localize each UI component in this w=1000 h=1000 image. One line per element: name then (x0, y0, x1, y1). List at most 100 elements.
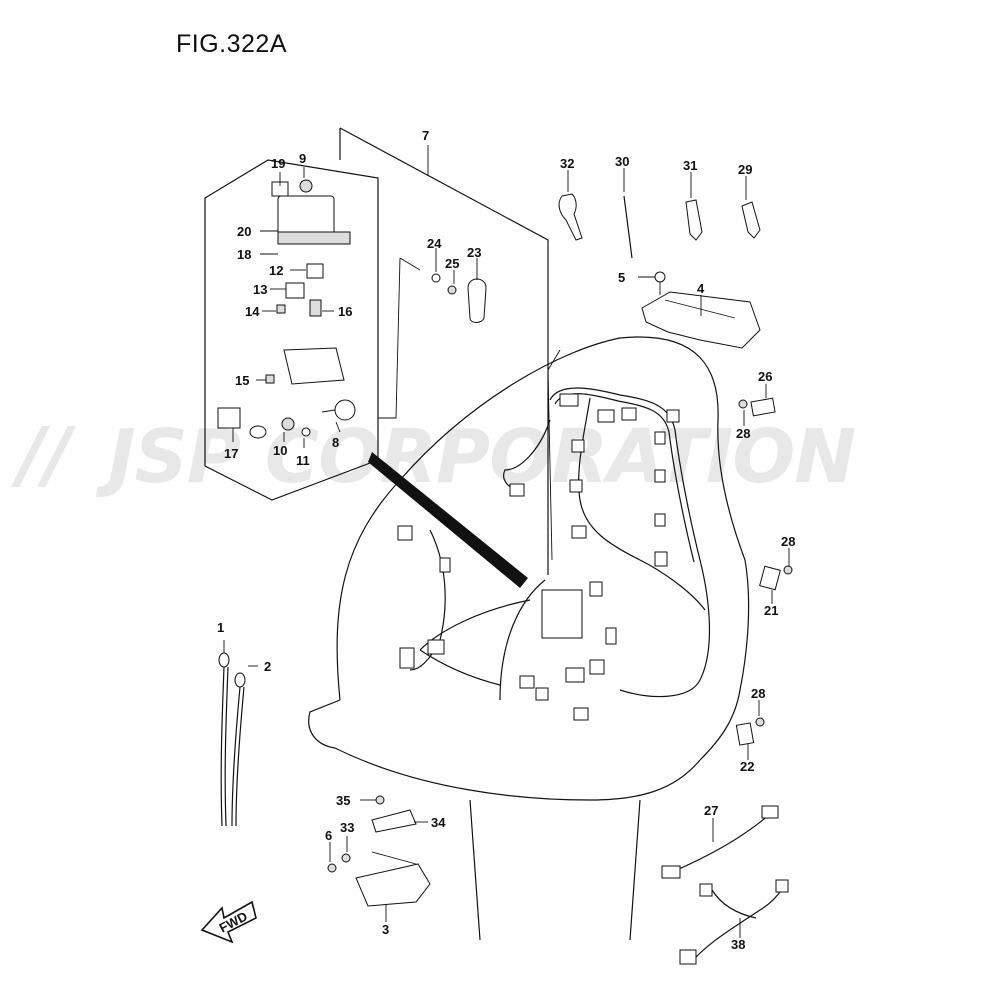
plates (735, 397, 793, 746)
connector (666, 409, 680, 423)
fuse-large (309, 299, 322, 317)
connector (559, 393, 579, 407)
harness-accessories (431, 273, 487, 323)
engine-cover-outline (308, 336, 750, 941)
connector (397, 525, 413, 541)
screw-28c (755, 717, 765, 727)
relay-box-base (283, 347, 345, 385)
connector-holder-3 (355, 863, 431, 907)
callout-32: 32 (560, 156, 574, 171)
callout-5: 5 (618, 270, 625, 285)
callout-16: 16 (338, 304, 352, 319)
relay-block (541, 589, 583, 639)
clamp-29 (741, 201, 761, 239)
relay-box-gasket (277, 231, 351, 245)
boot-23 (467, 278, 487, 323)
fwd-arrow: FWD (200, 900, 257, 944)
harness-group-bracket (339, 127, 549, 575)
lower-bracket (327, 795, 431, 907)
callout-8: 8 (332, 435, 339, 450)
leader-lines (232, 167, 790, 938)
clamp-31 (685, 199, 703, 241)
callout-28-a: 28 (736, 426, 750, 441)
connector (654, 513, 666, 527)
connector (519, 675, 535, 689)
harness-38 (689, 885, 785, 965)
cap-plug (299, 179, 313, 193)
callout-12: 12 (269, 263, 283, 278)
callout-15: 15 (235, 373, 249, 388)
callout-9: 9 (299, 151, 306, 166)
figure-title: FIG.322A (176, 30, 287, 58)
callout-27: 27 (704, 803, 718, 818)
connector (589, 659, 605, 675)
clamp-32 (558, 193, 583, 241)
connector (439, 557, 451, 573)
bolt-5 (654, 271, 666, 283)
clip-small (265, 374, 275, 384)
connector (535, 687, 549, 701)
connector (571, 525, 587, 539)
connector (573, 707, 589, 721)
callout-24: 24 (427, 236, 442, 251)
washer-33 (341, 853, 351, 863)
callout-7: 7 (422, 128, 429, 143)
callout-35: 35 (336, 793, 350, 808)
callout-23: 23 (467, 245, 481, 260)
callout-17: 17 (224, 446, 238, 461)
connector (605, 627, 617, 645)
callout-20: 20 (237, 224, 251, 239)
relay-box-inset (204, 159, 528, 588)
clamps (558, 193, 761, 259)
sub-harnesses (661, 805, 789, 965)
connector (654, 469, 666, 483)
callout-38: 38 (731, 937, 745, 952)
callout-11: 11 (296, 453, 310, 468)
connector (565, 667, 585, 683)
callout-13: 13 (253, 282, 267, 297)
callout-28-b: 28 (781, 534, 795, 549)
callout-29: 29 (738, 162, 752, 177)
connector (597, 409, 615, 423)
harness-27 (671, 813, 771, 873)
callout-2: 2 (264, 659, 271, 674)
cable-tie-30 (623, 195, 633, 259)
callout-22: 22 (740, 759, 754, 774)
grommet-ring (249, 425, 267, 439)
callout-33: 33 (340, 820, 354, 835)
callout-1: 1 (217, 620, 224, 635)
washer (301, 427, 311, 437)
connector (654, 551, 668, 567)
callout-14: 14 (245, 304, 260, 319)
screw-28b (783, 565, 793, 575)
callout-21: 21 (764, 603, 778, 618)
callout-30: 30 (615, 154, 629, 169)
diode-plug (334, 399, 356, 421)
washer-24 (431, 273, 441, 283)
resistor (217, 407, 241, 429)
callout-28-c: 28 (751, 686, 765, 701)
callout-19: 19 (271, 156, 285, 171)
plate-26 (750, 397, 776, 417)
connector (509, 483, 525, 497)
connector (571, 439, 585, 453)
connector (569, 479, 583, 493)
bracket-34 (371, 809, 417, 833)
callout-31: 31 (683, 158, 697, 173)
callout-4: 4 (697, 281, 705, 296)
callout-25: 25 (445, 256, 459, 271)
cables-1-2 (218, 640, 258, 827)
connector (399, 647, 415, 669)
screw-28a (738, 399, 748, 409)
plate-21 (759, 565, 781, 591)
callout-26: 26 (758, 369, 772, 384)
connector (654, 431, 666, 445)
plate-22 (735, 722, 755, 746)
connector (621, 407, 637, 421)
bolt-head (281, 417, 295, 431)
connector (427, 639, 445, 655)
callout-labels: 1 2 3 4 5 6 7 8 9 10 11 12 13 14 15 16 1… (217, 128, 795, 952)
nut-25 (447, 285, 457, 295)
